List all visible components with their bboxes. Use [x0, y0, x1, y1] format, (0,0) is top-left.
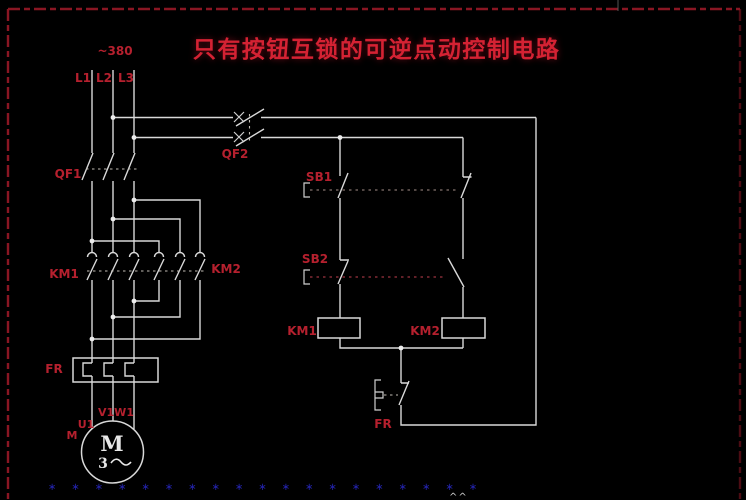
sb2-actuator-bracket	[303, 269, 310, 285]
qf2-x-marks	[233, 111, 245, 143]
qf1-breaker	[81, 152, 138, 181]
label-km2-coil: KM2	[410, 324, 440, 338]
motor-letter: M	[100, 431, 123, 456]
fr-trip-contact	[374, 117, 537, 426]
label-km2-contacts: KM2	[211, 262, 241, 276]
label-v1w1: V1W1	[98, 406, 134, 419]
label-qf1: QF1	[55, 167, 82, 181]
fr-box	[72, 357, 159, 383]
km2-coil-box	[441, 317, 486, 339]
watermark-glyph-row: ∗∗∗∗∗∗∗∗∗∗∗∗∗∗∗∗∗∗∗	[48, 482, 493, 493]
fr-nc-contact	[398, 380, 410, 406]
sb1-no-blade	[337, 172, 349, 199]
fr-heater-elements	[82, 362, 134, 377]
sb1-actuator-bracket	[303, 182, 310, 198]
phase-wires-low	[91, 280, 135, 363]
motor-m: M 3	[80, 420, 145, 484]
sb2-nc-contact	[337, 259, 349, 285]
label-sb2: SB2	[302, 252, 328, 266]
motor-leads	[91, 376, 135, 429]
motor-phase-number: 3	[98, 456, 108, 472]
bottom-edge-mark: ^^	[449, 492, 468, 500]
label-l3: L3	[118, 71, 134, 85]
sb1-nc-contact	[460, 172, 472, 199]
label-fr-relay: FR	[45, 362, 62, 376]
km1-branch	[303, 137, 463, 349]
km2-feed-branches	[92, 199, 201, 253]
contact-blades	[86, 258, 206, 281]
km2-branch	[441, 137, 486, 348]
km-main-contacts	[86, 251, 206, 281]
rail-wires	[113, 116, 536, 139]
label-l2: L2	[96, 71, 112, 85]
label-km1-coil: KM1	[287, 324, 317, 338]
label-qf2: QF2	[222, 147, 249, 161]
fr-thermal-relay	[72, 357, 159, 383]
ac-tilde-icon	[110, 458, 132, 466]
contact-arcs	[86, 251, 206, 258]
qf2-breaker	[233, 108, 265, 147]
junction-dots	[89, 115, 404, 351]
control-rails	[113, 116, 536, 139]
phase-crossover	[92, 280, 201, 340]
label-fr-contact: FR	[374, 417, 391, 431]
label-l1: L1	[75, 71, 91, 85]
power-feeders	[91, 70, 201, 429]
label-km1-contacts: KM1	[49, 267, 79, 281]
return-wires	[400, 117, 537, 426]
fr-actuator-bracket	[374, 379, 384, 411]
qf1-blades	[81, 152, 136, 181]
sb2-no-blade	[447, 257, 465, 288]
label-u1: U1	[78, 418, 95, 431]
label-motor-tag: M	[67, 429, 78, 442]
qf2-blades	[235, 108, 265, 147]
label-sb1: SB1	[306, 170, 332, 184]
sheet-border	[6, 0, 742, 500]
label-supply: ~380	[97, 44, 132, 58]
motor-circle	[80, 420, 145, 484]
km1-coil-box	[317, 317, 361, 339]
component-labels: ~380 L1 L2 L3 QF1 QF2 SB1 SB2 KM1 KM2 KM…	[45, 44, 440, 442]
page-title: 只有按钮互锁的可逆点动控制电路	[192, 37, 561, 63]
km1-branch-wires	[339, 137, 463, 349]
